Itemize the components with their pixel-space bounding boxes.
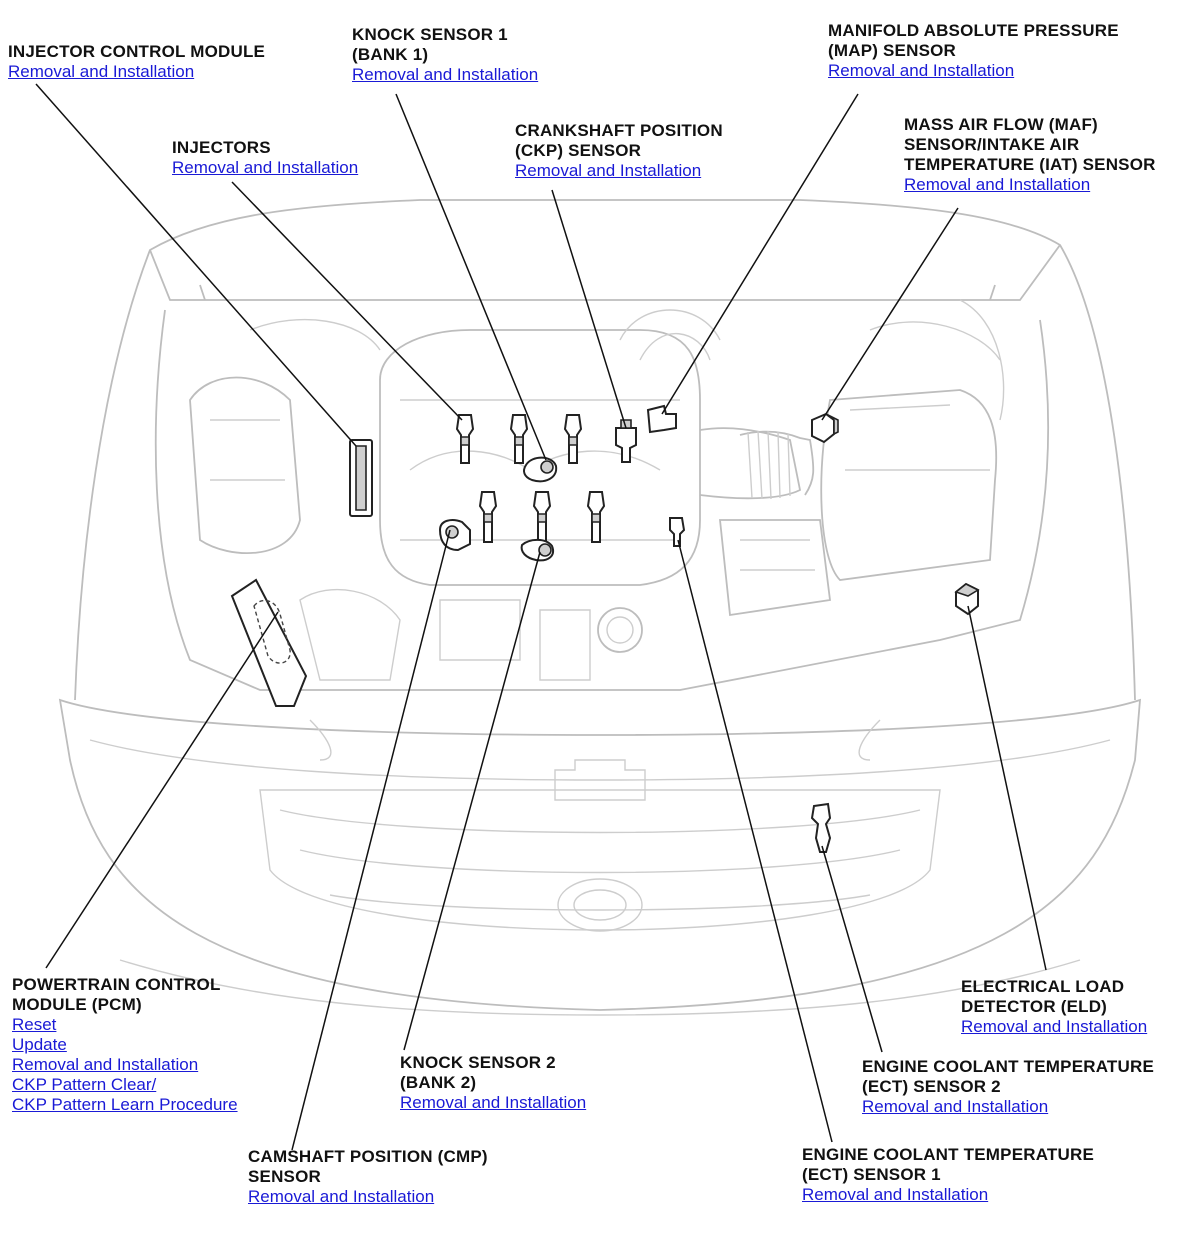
eld-title: ELECTRICAL LOAD DETECTOR (ELD)	[961, 977, 1125, 1016]
map-sensor-title: MANIFOLD ABSOLUTE PRESSURE (MAP) SENSOR	[828, 21, 1119, 60]
callout-maf-iat-sensor: MASS AIR FLOW (MAF) SENSOR/INTAKE AIR TE…	[904, 115, 1156, 195]
injector-control-module-removal-link[interactable]: Removal and Installation	[8, 62, 195, 81]
knock-sensor-2-part	[520, 538, 554, 562]
cmp-sensor-removal-link[interactable]: Removal and Installation	[248, 1187, 435, 1206]
pcm-reset-link[interactable]: Reset	[12, 1015, 57, 1034]
map-sensor-part	[646, 404, 677, 434]
leader-injector-control-module	[35, 83, 357, 447]
pcm-part	[230, 578, 308, 707]
callout-injectors: INJECTORS Removal and Installation	[172, 138, 358, 178]
knock-sensor-1-title: KNOCK SENSOR 1 (BANK 1)	[352, 25, 508, 64]
ckp-sensor-removal-link[interactable]: Removal and Installation	[515, 161, 702, 180]
maf-iat-sensor-part	[811, 412, 839, 444]
leader-knock-sensor-1	[395, 93, 547, 461]
leader-pcm	[45, 611, 279, 969]
leader-ect-sensor-1	[677, 539, 833, 1143]
knock-sensor-1-removal-link[interactable]: Removal and Installation	[352, 65, 539, 84]
ect-sensor-1-title: ENGINE COOLANT TEMPERATURE (ECT) SENSOR …	[802, 1145, 1095, 1184]
knock-sensor-2-title: KNOCK SENSOR 2 (BANK 2)	[400, 1053, 556, 1092]
pcm-update-link[interactable]: Update	[12, 1035, 67, 1054]
injectors-removal-link[interactable]: Removal and Installation	[172, 158, 359, 177]
callout-ect-sensor-1: ENGINE COOLANT TEMPERATURE (ECT) SENSOR …	[802, 1145, 1094, 1205]
injectors-part	[455, 414, 606, 543]
callout-knock-sensor-2: KNOCK SENSOR 2 (BANK 2) Removal and Inst…	[400, 1053, 586, 1113]
knock-sensor-2-removal-link[interactable]: Removal and Installation	[400, 1093, 587, 1112]
car-body-outline	[58, 199, 1142, 1016]
cmp-sensor-part	[438, 519, 471, 552]
pcm-ckp-pattern-learn-link[interactable]: CKP Pattern Learn Procedure	[12, 1095, 238, 1114]
leader-eld	[967, 605, 1047, 971]
callout-injector-control-module: INJECTOR CONTROL MODULE Removal and Inst…	[8, 42, 265, 82]
eld-part	[954, 582, 980, 616]
engine-line-art	[189, 299, 1005, 681]
leader-lines	[35, 83, 1047, 1151]
leader-ect-sensor-2	[821, 845, 883, 1053]
injectors-title: INJECTORS	[172, 138, 271, 157]
leader-maf-iat-sensor	[821, 207, 959, 421]
leader-ckp-sensor	[551, 189, 627, 429]
ect-sensor-1-removal-link[interactable]: Removal and Installation	[802, 1185, 989, 1204]
maf-iat-sensor-title: MASS AIR FLOW (MAF) SENSOR/INTAKE AIR TE…	[904, 115, 1156, 174]
callout-knock-sensor-1: KNOCK SENSOR 1 (BANK 1) Removal and Inst…	[352, 25, 538, 85]
knock-sensor-1-part	[523, 456, 558, 483]
injector-control-module-title: INJECTOR CONTROL MODULE	[8, 42, 266, 61]
cmp-sensor-title: CAMSHAFT POSITION (CMP) SENSOR	[248, 1147, 488, 1186]
ect-sensor-2-title: ENGINE COOLANT TEMPERATURE (ECT) SENSOR …	[862, 1057, 1155, 1096]
leader-map-sensor	[661, 93, 859, 415]
callout-pcm: POWERTRAIN CONTROL MODULE (PCM) Reset Up…	[12, 975, 238, 1115]
pcm-removal-link[interactable]: Removal and Installation	[12, 1055, 199, 1074]
maf-iat-sensor-removal-link[interactable]: Removal and Installation	[904, 175, 1091, 194]
callout-cmp-sensor: CAMSHAFT POSITION (CMP) SENSOR Removal a…	[248, 1147, 488, 1207]
callout-ect-sensor-2: ENGINE COOLANT TEMPERATURE (ECT) SENSOR …	[862, 1057, 1154, 1117]
map-sensor-removal-link[interactable]: Removal and Installation	[828, 61, 1015, 80]
leader-cmp-sensor	[291, 529, 451, 1151]
callout-map-sensor: MANIFOLD ABSOLUTE PRESSURE (MAP) SENSOR …	[828, 21, 1119, 81]
ect-sensor-1-part	[669, 517, 686, 547]
pcm-ckp-pattern-clear-link[interactable]: CKP Pattern Clear/	[12, 1075, 157, 1094]
leader-injectors	[231, 181, 463, 421]
ect-sensor-2-part	[810, 802, 832, 853]
callout-ckp-sensor: CRANKSHAFT POSITION (CKP) SENSOR Removal…	[515, 121, 723, 181]
eld-removal-link[interactable]: Removal and Installation	[961, 1017, 1148, 1036]
callout-eld: ELECTRICAL LOAD DETECTOR (ELD) Removal a…	[961, 977, 1147, 1037]
ckp-sensor-title: CRANKSHAFT POSITION (CKP) SENSOR	[515, 121, 723, 160]
leader-knock-sensor-2	[403, 551, 541, 1051]
pcm-title: POWERTRAIN CONTROL MODULE (PCM)	[12, 975, 221, 1014]
injector-control-module-part	[349, 439, 373, 517]
ect-sensor-2-removal-link[interactable]: Removal and Installation	[862, 1097, 1049, 1116]
